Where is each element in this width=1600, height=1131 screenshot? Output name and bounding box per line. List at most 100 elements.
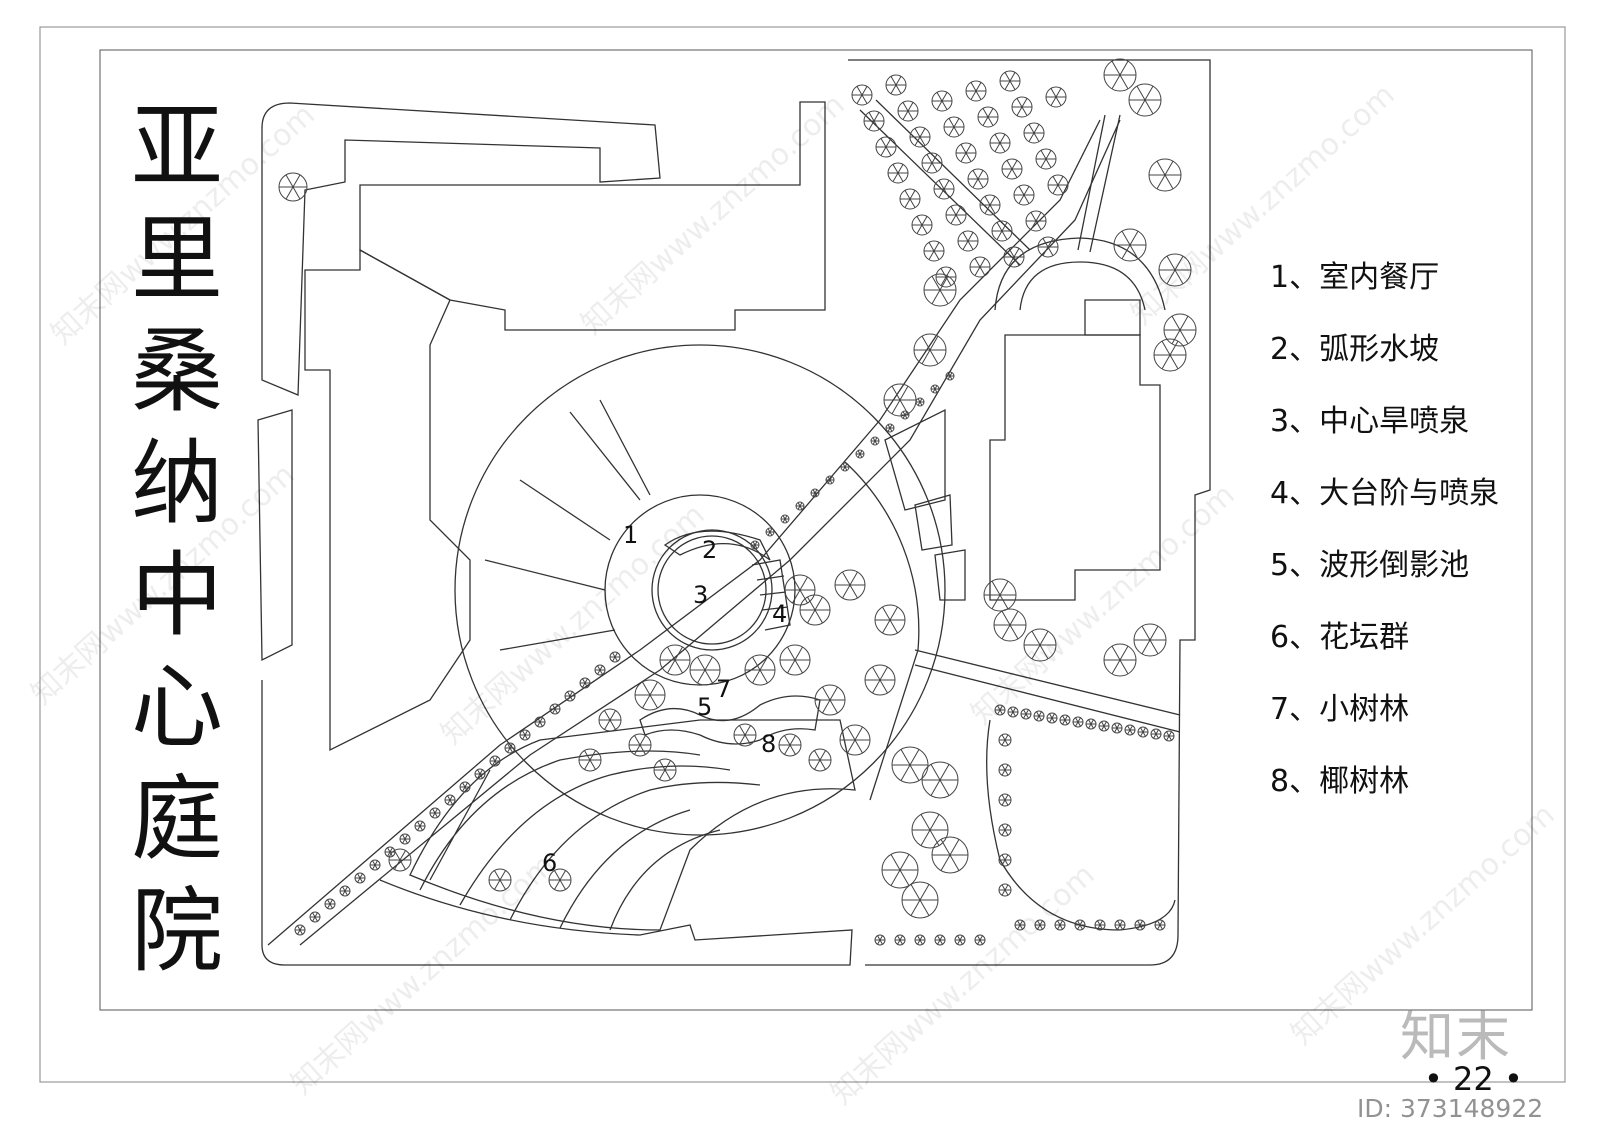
tree-branch: [965, 152, 972, 162]
tree-branch: [1001, 610, 1011, 626]
tree-branch: [902, 411, 906, 416]
tree-branch: [769, 528, 773, 533]
tree-branch: [639, 744, 646, 755]
tree-branch: [929, 335, 939, 351]
tree-branch: [479, 769, 483, 775]
tree-branch: [1023, 709, 1027, 715]
tree-branch: [931, 289, 941, 305]
tree-branch: [567, 691, 571, 697]
legend-item-flower-beds: 6、花坛群: [1270, 620, 1410, 655]
tree-branch: [932, 388, 936, 393]
tree-branch: [827, 479, 831, 484]
tree-branch: [344, 886, 348, 892]
legend-item-dry-fountain: 3、中心旱喷泉: [1270, 404, 1470, 439]
tree-branch: [582, 682, 586, 688]
tree-branch: [1021, 106, 1028, 116]
tree-branch: [584, 678, 588, 684]
tree-branch: [909, 764, 920, 781]
tree-branch: [752, 669, 761, 684]
tree-branch: [1057, 924, 1061, 930]
tree-branch: [1004, 739, 1009, 746]
tree-branch: [919, 884, 930, 901]
legend-item-grove: 7、小树林: [1270, 692, 1410, 727]
tree-branch: [1079, 920, 1083, 926]
tree-branch: [1001, 769, 1006, 776]
tree-branch: [1030, 220, 1037, 230]
tree-branch: [974, 266, 981, 276]
tree-branch: [890, 84, 897, 94]
tree-branch: [1140, 731, 1144, 737]
tree-branch: [982, 116, 989, 126]
tree-branch: [914, 128, 921, 138]
arc-water-slope: [663, 530, 771, 561]
tree-branch: [1008, 248, 1015, 258]
tree-branch: [897, 939, 901, 945]
tree-branch: [767, 531, 771, 536]
tree-branch: [559, 870, 566, 881]
tree-branch: [890, 76, 897, 86]
north-spur-path: [1077, 114, 1121, 253]
tree-branch: [950, 206, 957, 216]
tree-branch: [899, 939, 903, 945]
tree-branch: [394, 850, 401, 861]
tree-branch: [907, 102, 914, 112]
tree-branch: [1037, 920, 1041, 926]
tree-branch: [1031, 644, 1041, 660]
tree-branch: [759, 669, 768, 684]
tree-branch: [899, 854, 910, 871]
tree-branch: [1017, 924, 1021, 930]
tree-branch: [419, 825, 423, 831]
tree-branch: [934, 385, 938, 390]
tree-branch: [507, 743, 511, 749]
tree-branch: [879, 666, 888, 681]
tree-branch: [1090, 719, 1094, 725]
tree-branch: [1030, 212, 1037, 222]
tree-branch: [499, 870, 506, 881]
tree-branch: [599, 665, 603, 671]
tree-branch: [1012, 707, 1016, 713]
tree-branch: [1035, 220, 1042, 230]
tree-branch: [1142, 727, 1146, 733]
tree-branch: [744, 725, 751, 736]
tree-branch: [404, 838, 408, 844]
tree-branch: [634, 744, 641, 755]
tree-branch: [974, 258, 981, 268]
tree-branch: [782, 518, 786, 523]
tree-branch: [897, 172, 904, 182]
tree-branch: [814, 596, 823, 611]
tree-branch: [784, 744, 791, 755]
tree-branch: [492, 760, 496, 766]
tree-branch: [1001, 854, 1006, 861]
tree-branch: [597, 669, 601, 675]
tree-branch: [1036, 715, 1040, 721]
tree-branch: [1119, 60, 1129, 76]
tree-branch: [1039, 644, 1049, 660]
tree-branch: [1047, 238, 1054, 248]
tree-branch: [987, 116, 994, 126]
tree-branch: [1055, 88, 1062, 98]
tree-branch: [910, 899, 921, 916]
tree-branch: [754, 541, 758, 546]
tree-branch: [1006, 160, 1013, 170]
tree-branch: [1136, 85, 1146, 101]
tree-branch: [1004, 884, 1009, 891]
tree-branch: [938, 180, 945, 190]
tree-branch: [989, 204, 996, 214]
tree-branch: [849, 571, 858, 586]
tree-branch: [979, 939, 983, 945]
tree-branch: [387, 847, 391, 853]
tree-branch: [1139, 920, 1143, 926]
tree-branch: [477, 769, 481, 775]
tree-branch: [674, 646, 683, 661]
legend: 1、室内餐厅 2、弧形水坡 3、中心旱喷泉 4、大台阶与喷泉 5、波形倒影池 6…: [1270, 256, 1570, 832]
tree-branch: [752, 541, 756, 546]
tree-branch: [999, 134, 1006, 144]
tree-branch: [419, 821, 423, 827]
west-building-block: [304, 248, 471, 752]
tree-branch: [854, 726, 863, 741]
tree-branch: [674, 659, 683, 674]
tree-branch: [299, 929, 303, 935]
tree-branch: [1141, 639, 1151, 655]
tree-branch: [1075, 717, 1079, 723]
tree-branch: [1049, 717, 1053, 723]
